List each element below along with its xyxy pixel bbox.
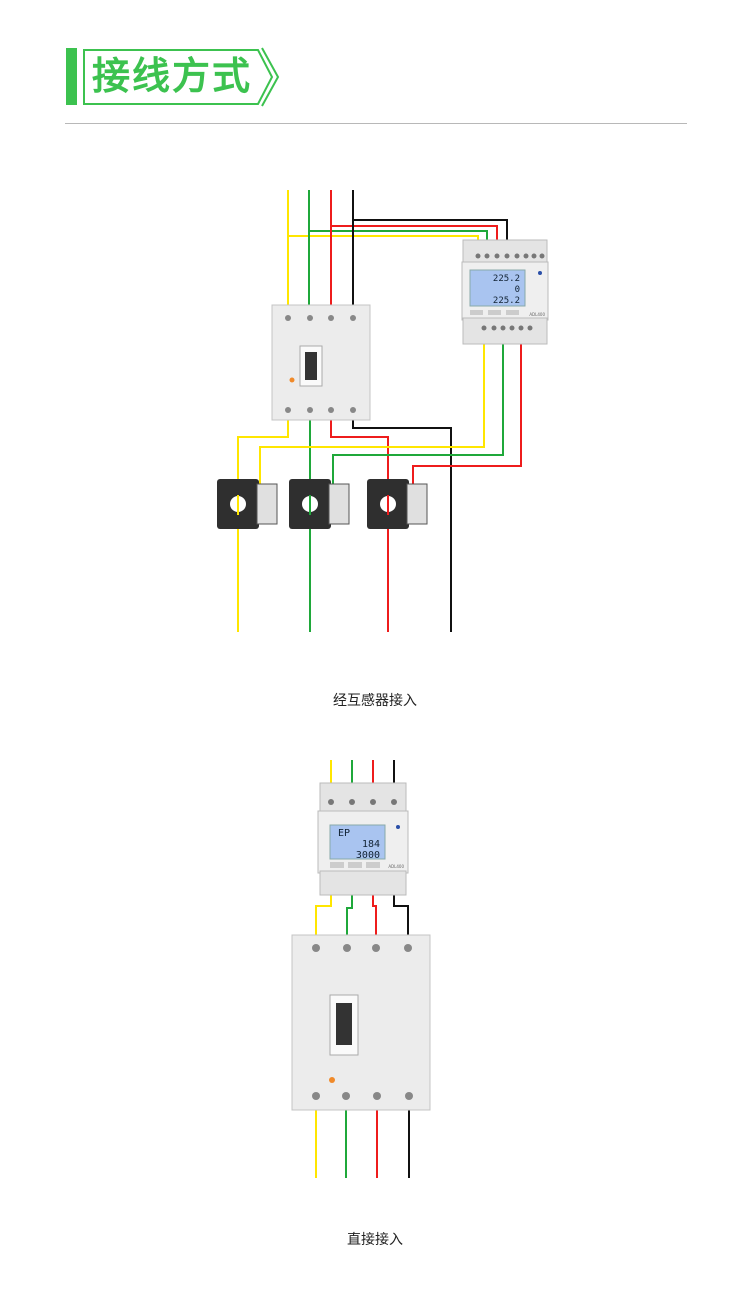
energy-meter-1 [461, 239, 549, 345]
meter1-line3: 225.2 [493, 296, 520, 306]
meter1-line1: 225.2 [493, 274, 520, 284]
circuit-breaker-2 [291, 934, 431, 1111]
section-title: 接线方式 [92, 54, 253, 98]
current-transformers [217, 479, 428, 529]
divider [65, 123, 687, 124]
caption-direct-connection: 直接接入 [347, 1232, 403, 1248]
meter2-model: ADL400 [388, 864, 404, 869]
caption-ct-connection: 经互感器接入 [333, 693, 417, 709]
meter2-line3: 3000 [356, 850, 380, 861]
meter1-line2: 0 [515, 285, 520, 295]
meter2-line1: EP [338, 828, 350, 839]
meter2-line2: 184 [362, 839, 380, 850]
energy-meter-2 [317, 782, 409, 896]
section-accent-bar [66, 48, 77, 105]
meter1-model: ADL400 [529, 312, 545, 317]
circuit-breaker-1 [271, 304, 371, 421]
